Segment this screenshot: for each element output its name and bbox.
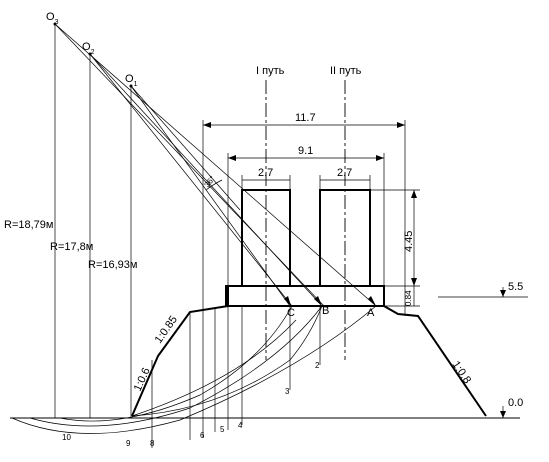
slice-number: 9 bbox=[126, 439, 131, 448]
dim-arrow bbox=[411, 278, 417, 286]
level-arrow-top bbox=[500, 290, 506, 297]
arrowhead-c bbox=[284, 296, 291, 306]
point-a-label: A bbox=[367, 307, 375, 319]
dim-arrow bbox=[411, 190, 417, 198]
slice-number: 2 bbox=[315, 361, 320, 370]
radial-o3-to-a bbox=[54, 23, 377, 307]
arrowhead-b bbox=[314, 296, 322, 306]
radius-label-o2: R=17,8м bbox=[50, 241, 93, 253]
radial-o1-to-c bbox=[130, 85, 291, 307]
angle-label: 36° bbox=[202, 174, 217, 189]
slice-number: 5 bbox=[220, 425, 225, 434]
slip-arc-o1 bbox=[59, 305, 293, 422]
rail-slab bbox=[225, 285, 385, 307]
point-c-label: C bbox=[287, 307, 295, 319]
point-b-label: B bbox=[322, 305, 329, 317]
slice-number: 6 bbox=[200, 431, 205, 440]
angle-arc bbox=[205, 179, 223, 191]
track-1-label: I путь bbox=[256, 65, 285, 77]
dim-block1-width: 2.7 bbox=[258, 167, 273, 179]
slip-arc-inner-2 bbox=[131, 319, 297, 417]
center-o1-label: O1 bbox=[125, 73, 138, 88]
slip-arc-o3 bbox=[11, 305, 377, 434]
level-arrow-ground bbox=[500, 411, 506, 418]
radial-o2-to-b bbox=[89, 53, 323, 307]
slice-number: 10 bbox=[62, 433, 71, 442]
center-o3-label: O3 bbox=[46, 11, 59, 26]
center-o2-label: O2 bbox=[82, 41, 95, 56]
radial-o1-to-slope bbox=[130, 85, 241, 211]
slice-number: 3 bbox=[285, 387, 290, 396]
dim-arrow bbox=[397, 122, 405, 128]
slip-arc-inner bbox=[131, 305, 323, 417]
dim-block2-width: 2.7 bbox=[337, 167, 352, 179]
dim-arrow bbox=[228, 155, 236, 161]
slice-number: 4 bbox=[238, 421, 243, 430]
radius-label-o1: R=16,93м bbox=[88, 259, 137, 271]
arrowhead-a bbox=[368, 296, 376, 306]
slope-label-right: 1:0.8 bbox=[450, 359, 474, 386]
level-top-label: 5.5 bbox=[508, 281, 523, 293]
level-ground-label: 0.0 bbox=[508, 397, 523, 409]
radial-o2-to-c bbox=[89, 53, 293, 307]
dim-slab-height: 0.84 bbox=[404, 290, 413, 306]
dim-rail-span: 9.1 bbox=[298, 145, 313, 157]
dim-arrow bbox=[376, 155, 384, 161]
dim-overall-width: 11.7 bbox=[295, 112, 316, 124]
dim-block-height: 4.45 bbox=[403, 231, 415, 252]
slice-number: 8 bbox=[150, 439, 155, 448]
radius-label-o3: R=18,79м bbox=[4, 219, 53, 231]
dim-arrow bbox=[203, 122, 211, 128]
track-2-label: II путь bbox=[330, 65, 362, 77]
slope-label-lower-left: 1:0.6 bbox=[132, 366, 153, 393]
